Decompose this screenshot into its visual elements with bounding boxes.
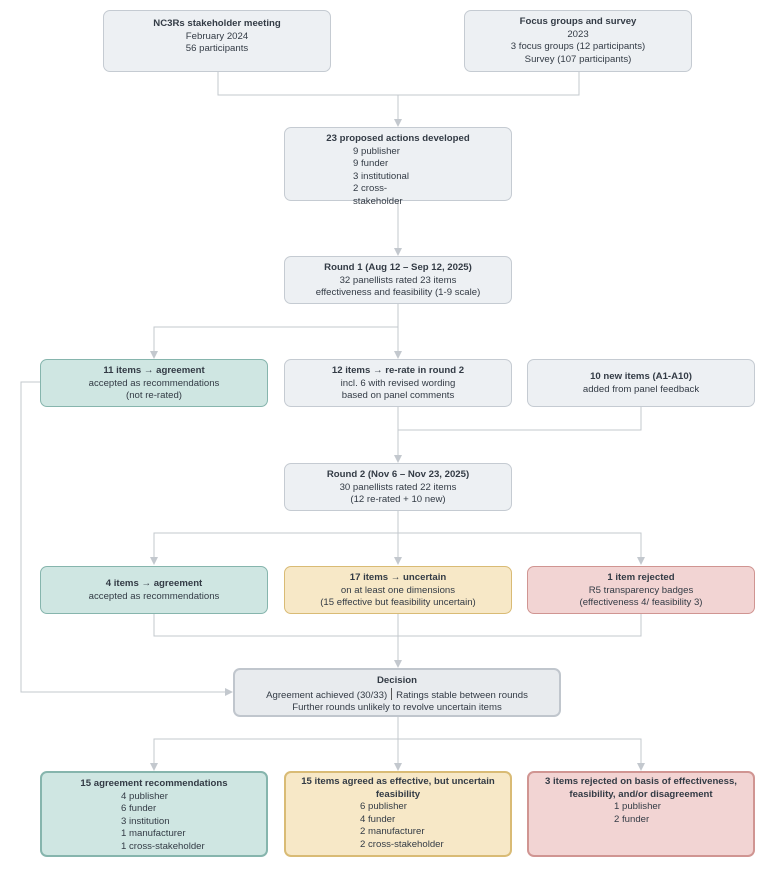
connector-round2-split [150, 511, 399, 565]
round2-panellists: 30 panellists rated 22 items [339, 481, 457, 493]
connector-round1-split [150, 304, 399, 359]
round2-box: Round 2 (Nov 6 – Nov 23, 2025) 30 panell… [284, 463, 512, 511]
proposed-stakeholder: stakeholder [353, 195, 403, 207]
final-rejected-publisher: 1 publisher [614, 801, 661, 812]
r2-rejected-item: R5 transparency badges [588, 584, 694, 596]
proposed-publisher: 9 publisher [353, 145, 400, 157]
stakeholder-meeting-box: NC3Rs stakeholder meeting February 2024 … [103, 10, 331, 72]
stakeholder-meeting-date: February 2024 [185, 30, 249, 42]
final-uncertain-publisher: 6 publisher [360, 801, 407, 812]
final-uncertain-box: 15 items agreed as effective, but uncert… [284, 771, 512, 857]
r1-agreement-accepted: accepted as recommendations [88, 377, 220, 389]
final-uncertain-cross: 2 cross-stakeholder [360, 838, 444, 850]
proposed-actions-box: 23 proposed actions developed 9 publishe… [284, 127, 512, 207]
final-rejected-funder: 2 funder [614, 813, 650, 825]
connector-top-merge [217, 72, 580, 96]
final-agreement-box: 15 agreement recommendations 4 publisher… [40, 771, 268, 857]
r2-agreement-accepted: accepted as recommendations [88, 590, 220, 602]
round1-box: Round 1 (Aug 12 – Sep 12, 2025) 32 panel… [284, 256, 512, 304]
final-rejected-box: 3 items rejected on basis of effectivene… [527, 771, 755, 857]
r1-rerate-revised: incl. 6 with revised wording [340, 377, 456, 389]
r1-new-items-title: 10 new items (A1-A10) [590, 371, 692, 382]
r1-agreement-title: 11 items → agreement [103, 365, 205, 376]
decision-divider [391, 687, 393, 700]
decision-line1: Agreement achieved (30/33) Ratings stable… [235, 687, 559, 703]
final-agreement-institution: 3 institution [121, 815, 170, 827]
r1-rerate-comments: based on panel comments [341, 390, 455, 401]
arrow-to-r2-rejected [398, 532, 645, 565]
r1-new-items-source: added from panel feedback [582, 383, 700, 395]
r1-agreement-note: (not re-rated) [126, 390, 182, 401]
final-uncertain-funder: 4 funder [360, 813, 396, 825]
focus-groups-survey: Survey (107 participants) [524, 53, 632, 65]
round1-scale: effectiveness and feasibility (1-9 scale… [315, 287, 481, 298]
final-agreement-publisher: 4 publisher [121, 790, 168, 802]
final-uncertain-title-1: 15 items agreed as effective, but uncert… [301, 776, 495, 787]
stakeholder-meeting-participants: 56 participants [185, 43, 249, 54]
connector-r1-agreement-to-decision [20, 381, 233, 696]
final-rejected-title-1: 3 items rejected on basis of effectivene… [545, 776, 737, 787]
proposed-institutional: 3 institutional [353, 170, 409, 182]
r2-agreement-title: 4 items → agreement [105, 578, 203, 589]
connector-r1-merge [398, 407, 642, 431]
proposed-cross: 2 cross- [353, 183, 388, 194]
final-uncertain-title-2: feasibility [375, 788, 421, 800]
decision-further-rounds: Further rounds unlikely to revolve uncer… [292, 702, 502, 713]
r2-uncertain-title: 17 items → uncertain [349, 572, 447, 583]
final-rejected-title-2: feasibility, and/or disagreement [569, 788, 713, 800]
focus-groups-box: Focus groups and survey 2023 3 focus gro… [464, 10, 692, 72]
arrow-to-final-rejected [398, 738, 645, 771]
round2-title: Round 2 (Nov 6 – Nov 23, 2025) [326, 469, 470, 480]
round1-title: Round 1 (Aug 12 – Sep 12, 2025) [324, 262, 472, 273]
final-uncertain-manufacturer: 2 manufacturer [360, 826, 425, 837]
r2-rejected-scores: (effectiveness 4/ feasibility 3) [579, 597, 703, 608]
r2-agreement-box: 4 items → agreement accepted as recommen… [40, 566, 268, 614]
final-agreement-funder: 6 funder [121, 803, 157, 814]
focus-groups-count: 3 focus groups (12 participants) [510, 41, 646, 52]
round1-panellists: 32 panellists rated 23 items [339, 274, 457, 286]
final-agreement-manufacturer: 1 manufacturer [121, 828, 186, 839]
stakeholder-meeting-title: NC3Rs stakeholder meeting [153, 18, 281, 29]
r2-rejected-box: 1 item rejected R5 transparency badges (… [527, 566, 755, 614]
focus-groups-title: Focus groups and survey [519, 16, 637, 27]
final-agreement-title: 15 agreement recommendations [80, 778, 228, 789]
proposed-actions-title: 23 proposed actions developed [326, 133, 470, 144]
decision-agreement: Agreement achieved (30/33) [266, 689, 388, 701]
final-agreement-cross: 1 cross-stakeholder [121, 840, 205, 852]
r1-new-items-box: 10 new items (A1-A10) added from panel f… [527, 359, 755, 407]
r1-agreement-box: 11 items → agreement accepted as recomme… [40, 359, 268, 407]
decision-stability: Ratings stable between rounds [396, 689, 528, 701]
r2-rejected-title: 1 item rejected [607, 572, 675, 583]
decision-box: Decision Agreement achieved (30/33) Ratin… [233, 668, 561, 717]
connector-decision-split [150, 717, 399, 771]
r2-uncertain-box: 17 items → uncertain on at least one dim… [284, 566, 512, 614]
proposed-funder: 9 funder [353, 158, 389, 169]
r2-uncertain-dimensions: on at least one dimensions [340, 584, 456, 596]
decision-title: Decision [377, 675, 417, 686]
round2-breakdown: (12 re-rated + 10 new) [350, 494, 446, 505]
r2-uncertain-detail: (15 effective but feasibility uncertain) [320, 597, 476, 608]
r1-rerate-box: 12 items → re-rate in round 2 incl. 6 wi… [284, 359, 512, 407]
focus-groups-year: 2023 [567, 28, 589, 40]
r1-rerate-title: 12 items → re-rate in round 2 [331, 365, 465, 376]
